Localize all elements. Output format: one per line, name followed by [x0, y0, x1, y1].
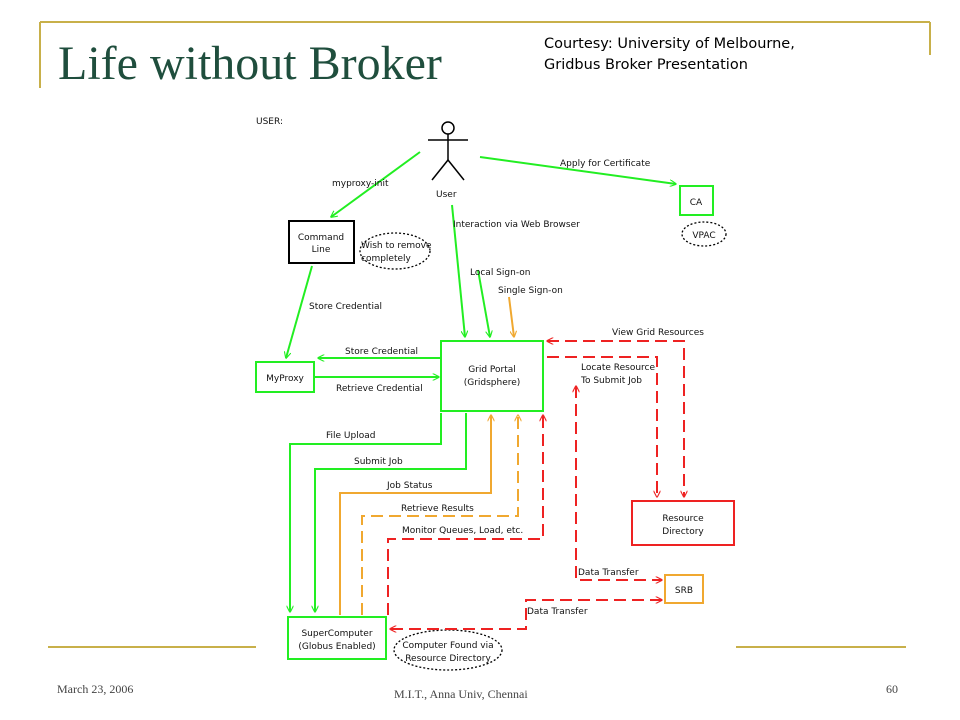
courtesy-note: Courtesy: University of Melbourne, Gridb… — [544, 34, 795, 76]
label-locate-resource-1: Locate Resource — [581, 363, 655, 373]
user-actor — [428, 121, 468, 181]
node-ca: CA — [679, 185, 714, 216]
label-interaction-web-browser: Interaction via Web Browser — [453, 220, 580, 230]
node-grid-portal: Grid Portal (Gridsphere) — [440, 340, 544, 412]
svg-text:Computer Found via: Computer Found via — [402, 641, 493, 651]
label-view-grid-resources: View Grid Resources — [612, 328, 704, 338]
svg-text:CA: CA — [690, 198, 703, 208]
label-retrieve-results: Retrieve Results — [401, 504, 474, 514]
user-label: User — [436, 190, 457, 200]
svg-text:SuperComputer: SuperComputer — [301, 629, 372, 639]
svg-text:Resource Directory: Resource Directory — [405, 654, 491, 664]
svg-text:MyProxy: MyProxy — [266, 374, 304, 384]
node-srb: SRB — [664, 574, 704, 604]
node-myproxy: MyProxy — [255, 361, 315, 393]
label-local-sign-on: Local Sign-on — [470, 268, 530, 278]
label-file-upload: File Upload — [326, 431, 375, 441]
edge-job-status — [339, 415, 491, 615]
note-computer-found: Computer Found via Resource Directory — [393, 629, 503, 671]
label-single-sign-on: Single Sign-on — [498, 286, 563, 296]
edge-myproxy-init — [331, 151, 421, 217]
footer-center: M.I.T., Anna Univ, Chennai — [394, 687, 528, 701]
label-store-credential-2: Store Credential — [345, 347, 418, 357]
footer-date: March 23, 2006 — [57, 682, 134, 696]
edge-data-transfer-supercomputer — [390, 600, 662, 629]
node-command-line: Command Line — [288, 220, 355, 264]
svg-text:(Gridsphere): (Gridsphere) — [464, 378, 521, 388]
edge-view-grid-resources — [547, 341, 684, 497]
label-data-transfer-2: Data Transfer — [527, 607, 588, 617]
node-supercomputer: SuperComputer (Globus Enabled) — [287, 616, 387, 660]
edge-monitor-queues — [387, 415, 543, 615]
edge-submit-job — [315, 413, 467, 612]
edge-interaction-web-browser — [451, 204, 465, 337]
label-apply-for-certificate: Apply for Certificate — [560, 159, 651, 169]
label-data-transfer-1: Data Transfer — [578, 568, 639, 578]
slide-decoration — [39, 21, 931, 648]
label-myproxy-init: myproxy-init — [332, 179, 389, 189]
label-locate-resource-2: To Submit Job — [580, 376, 642, 386]
label-retrieve-credential: Retrieve Credential — [336, 384, 423, 394]
edge-file-upload — [290, 413, 442, 612]
note-wish-to-remove: Wish to remove completely — [359, 232, 432, 270]
edge-single-sign-on — [508, 296, 514, 337]
edge-labels: myproxy-init Apply for Certificate Inter… — [309, 159, 704, 617]
edge-local-sign-on — [477, 269, 490, 337]
svg-text:Directory: Directory — [662, 527, 704, 537]
svg-text:Resource: Resource — [662, 514, 704, 524]
footer-page-number: 60 — [886, 682, 898, 696]
svg-text:Line: Line — [312, 245, 331, 255]
courtesy-line-2: Gridbus Broker Presentation — [544, 57, 748, 73]
edge-store-credential-cmd — [286, 265, 313, 358]
label-monitor-queues: Monitor Queues, Load, etc. — [402, 526, 523, 536]
node-resource-directory: Resource Directory — [631, 500, 735, 546]
svg-text:(Globus Enabled): (Globus Enabled) — [298, 642, 375, 652]
note-vpac: VPAC — [681, 221, 727, 247]
edge-apply-for-certificate — [479, 156, 676, 184]
edge-data-transfer-srb — [576, 386, 662, 580]
svg-text:Grid Portal: Grid Portal — [468, 365, 516, 375]
courtesy-line-1: Courtesy: University of Melbourne, — [544, 36, 795, 52]
svg-text:Command: Command — [298, 233, 344, 243]
svg-text:completely: completely — [361, 254, 412, 264]
slide-title: Life without Broker — [58, 37, 442, 90]
label-job-status: Job Status — [386, 481, 433, 491]
svg-text:SRB: SRB — [675, 586, 693, 596]
svg-text:Wish to remove: Wish to remove — [361, 241, 432, 251]
svg-text:VPAC: VPAC — [692, 231, 715, 241]
user-header: USER: — [256, 117, 283, 127]
label-store-credential-1: Store Credential — [309, 302, 382, 312]
label-submit-job: Submit Job — [354, 457, 403, 467]
